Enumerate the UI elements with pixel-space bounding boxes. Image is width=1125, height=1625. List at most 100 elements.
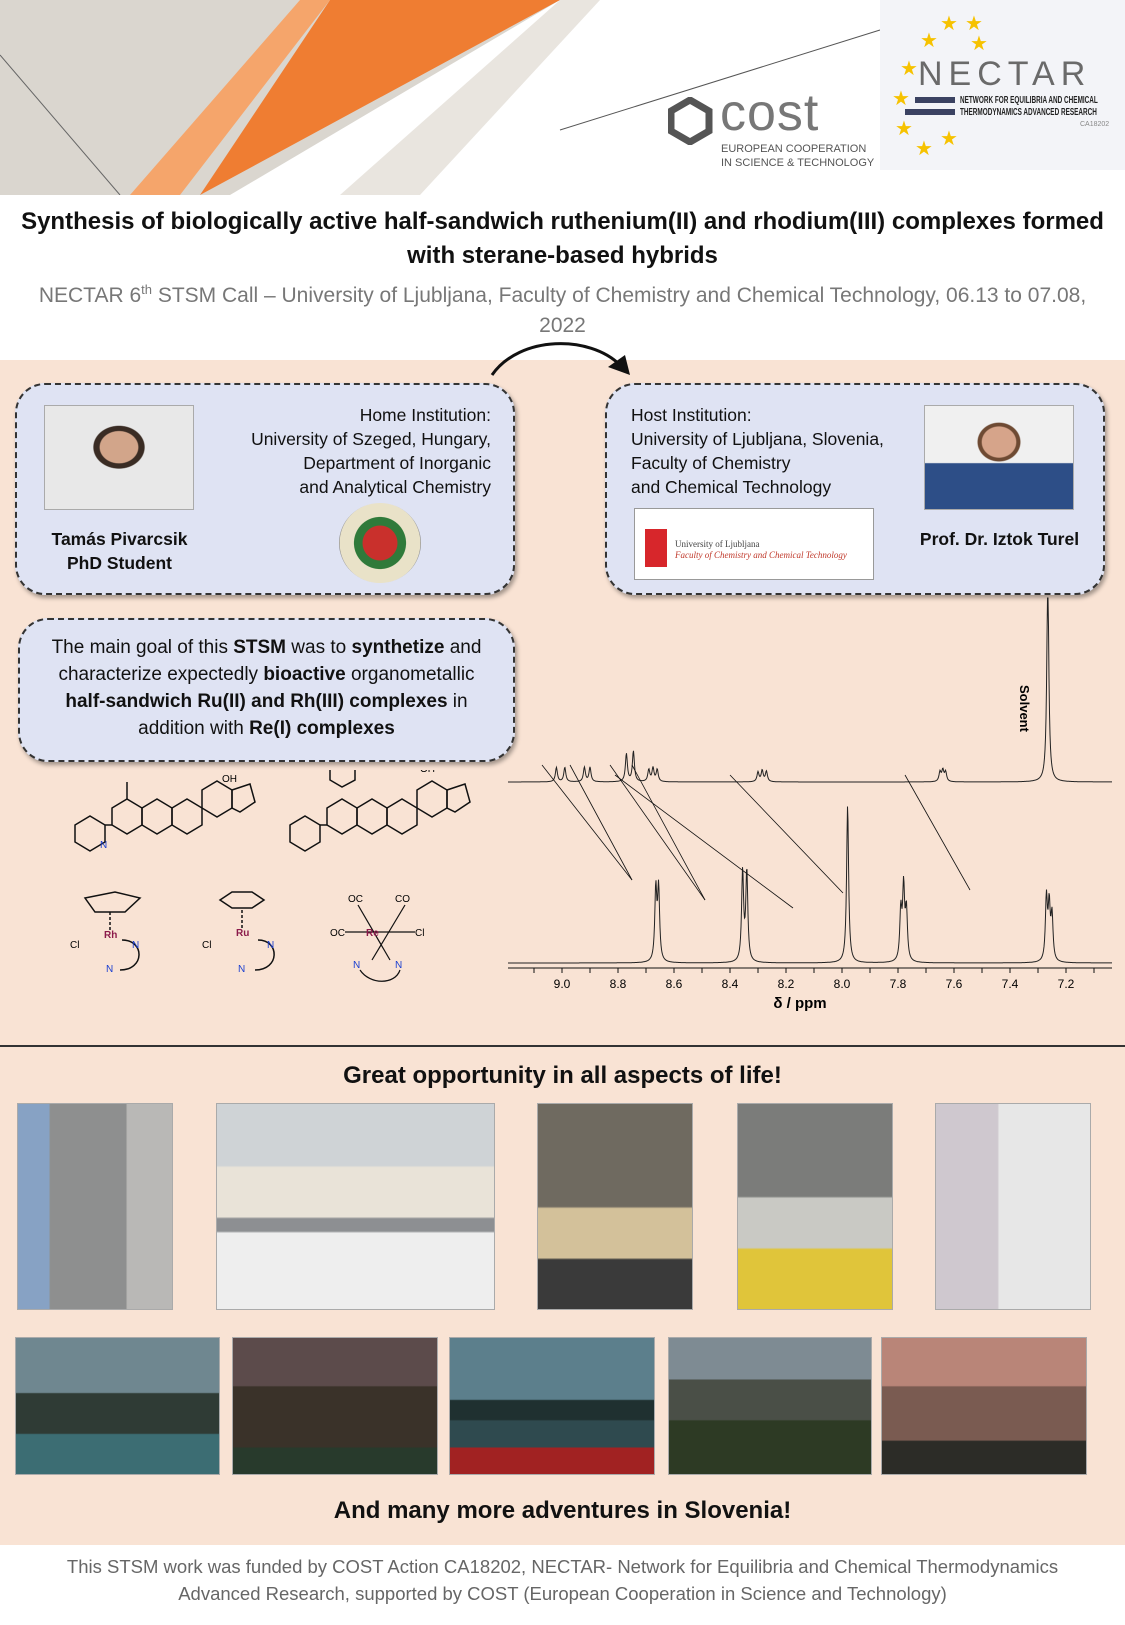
svg-text:★: ★: [940, 13, 958, 35]
student-name: Tamás Pivarcsik: [51, 529, 188, 549]
host-line: and Chemical Technology: [631, 477, 832, 497]
x-tick-label: 8.4: [722, 977, 739, 991]
chemical-structures: OH N OH Rh Cl N N Ru Cl N N OC CO OC Cl …: [70, 770, 471, 982]
x-tick-label: 8.8: [610, 977, 627, 991]
x-axis-label: δ / ppm: [773, 995, 826, 1012]
photo-laboratory: [216, 1103, 495, 1310]
poster-subtitle: NECTAR 6th STSM Call – University of Lju…: [38, 282, 1087, 337]
n-label: N: [100, 840, 107, 851]
nmr-trace-complex: [508, 597, 1112, 783]
student-photo: [44, 405, 194, 510]
photo-mountains: [668, 1337, 872, 1475]
solvent-label: Solvent: [1017, 685, 1032, 733]
svg-text:★: ★: [900, 58, 918, 80]
svg-text:★: ★: [940, 128, 958, 150]
n-label: N: [132, 940, 139, 951]
poster-title: Synthesis of biologically active half-sa…: [21, 208, 1104, 269]
cost-hexagon-icon: [668, 97, 713, 145]
cp-rh-fragment: [83, 891, 142, 971]
photo-stirrer-1: [537, 1103, 693, 1310]
nectar-tagline-1: NETWORK FOR EQUILIBRIA AND CHEMICAL: [960, 95, 1098, 106]
svg-text:★: ★: [920, 30, 938, 52]
cost-tagline-1: EUROPEAN COOPERATION: [721, 143, 867, 155]
funding-footer: This STSM work was funded by COST Action…: [0, 1553, 1125, 1607]
n-label: N: [238, 964, 245, 975]
oh-label: OH: [420, 770, 435, 775]
photo-stirrer-2: [737, 1103, 893, 1310]
host-line: Faculty of Chemistry: [631, 453, 791, 473]
svg-text:★: ★: [892, 88, 910, 110]
n-label: N: [267, 940, 274, 951]
ru-label: Ru: [236, 928, 249, 939]
home-line: and Analytical Chemistry: [299, 477, 491, 497]
nmr-spectrum-chart: 9.0 8.8 8.6 8.4 8.2 8.0 7.8 7.6 7.4 7.2 Solvent δ…: [508, 597, 1112, 1012]
cl-label: Cl: [70, 940, 79, 951]
cl-label: Cl: [415, 928, 424, 939]
photo-peak: [881, 1337, 1087, 1475]
photo-university-sign: [17, 1103, 173, 1310]
nectar-wordmark: NECTAR: [918, 55, 1092, 93]
ljubljana-logo-mark: [645, 529, 667, 567]
footer-line-1: This STSM work was funded by COST Action…: [66, 1556, 1059, 1577]
x-tick-label: 7.6: [946, 977, 963, 991]
co-label: CO: [395, 894, 410, 905]
photo-boat: [449, 1337, 655, 1475]
sterane-ligand-2: [289, 770, 471, 852]
cost-wordmark: cost: [720, 84, 820, 142]
svg-text:★: ★: [970, 33, 988, 55]
nectar-code: CA18202: [1080, 121, 1110, 128]
rh-label: Rh: [104, 930, 117, 941]
host-institution-text: Host Institution: University of Ljubljan…: [631, 403, 884, 499]
nectar-logo: ★★★★★★★★★ NECTAR NETWORK FOR EQUILIBRIA …: [880, 5, 1125, 165]
photo-lake-bled: [15, 1337, 220, 1475]
ljubljana-logo-line1: University of Ljubljana: [675, 539, 760, 549]
x-tick-label: 8.2: [778, 977, 795, 991]
x-tick-label: 7.4: [1002, 977, 1019, 991]
x-tick-label: 7.2: [1058, 977, 1075, 991]
host-institution-card: Host Institution: University of Ljubljan…: [605, 383, 1105, 595]
oc-label: OC: [348, 894, 363, 905]
photo-rotavap: [935, 1103, 1091, 1310]
banner-stripes: [0, 0, 1125, 195]
home-label: Home Institution:: [359, 405, 491, 425]
cymene-ru-fragment: [218, 891, 275, 971]
cl-label: Cl: [202, 940, 211, 951]
nectar-tagline-2: THERMODYNAMICS ADVANCED RESEARCH: [960, 107, 1097, 118]
x-tick-label: 8.6: [666, 977, 683, 991]
oc-label: OC: [330, 928, 345, 939]
professor-name: Prof. Dr. Iztok Turel: [919, 529, 1080, 549]
n-label: N: [395, 960, 402, 971]
re-carbonyl-fragment: [345, 904, 415, 982]
goal-text: The main goal of this STSM was to synthe…: [51, 637, 482, 739]
goal-card: The main goal of this STSM was to synthe…: [18, 618, 515, 762]
nmr-trace-ligand: [508, 806, 1112, 964]
student-role: PhD Student: [67, 553, 172, 573]
re-label: Re: [366, 928, 379, 939]
cost-tagline-2: IN SCIENCE & TECHNOLOGY: [721, 157, 875, 169]
sterane-ligand-1: [74, 780, 256, 852]
svg-text:★: ★: [915, 138, 933, 160]
home-institution-card: Tamás Pivarcsik PhD Student Home Institu…: [15, 383, 515, 595]
svg-text:★: ★: [965, 13, 983, 35]
x-tick-label: 9.0: [554, 977, 571, 991]
exchange-arrow-icon: [490, 342, 630, 376]
n-label: N: [353, 960, 360, 971]
host-label: Host Institution:: [631, 405, 752, 425]
host-line: University of Ljubljana, Slovenia,: [631, 429, 884, 449]
home-line: Department of Inorganic: [303, 453, 491, 473]
home-institution-text: Home Institution: University of Szeged, …: [251, 403, 491, 499]
adventures-heading: And many more adventures in Slovenia!: [333, 1497, 792, 1524]
section-divider: [0, 1045, 1125, 1047]
eu-stars-icon: ★★★★★★★★★: [892, 13, 988, 160]
professor-photo: [924, 405, 1074, 510]
home-line: University of Szeged, Hungary,: [251, 429, 491, 449]
oh-label: OH: [222, 774, 237, 785]
opportunity-heading: Great opportunity in all aspects of life…: [343, 1062, 782, 1089]
photo-castle: [232, 1337, 438, 1475]
szeged-seal-logo: [339, 503, 421, 583]
x-tick-label: 8.0: [834, 977, 851, 991]
footer-line-2: Advanced Research, supported by COST (Eu…: [178, 1583, 947, 1604]
x-tick-label: 7.8: [890, 977, 907, 991]
ljubljana-logo: University of Ljubljana Faculty of Chemi…: [634, 508, 874, 580]
n-label: N: [106, 964, 113, 975]
